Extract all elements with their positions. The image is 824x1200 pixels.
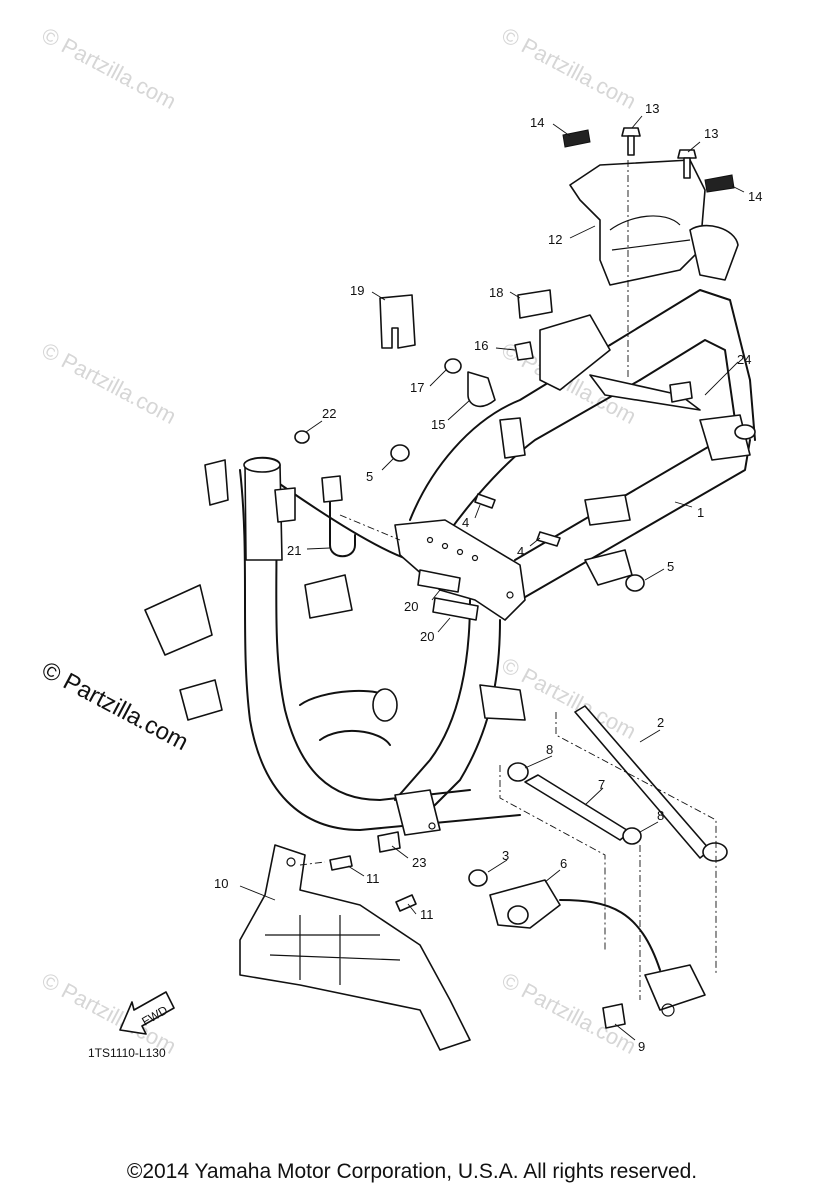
link-part-6 xyxy=(489,879,706,1017)
pad-part-14b xyxy=(704,174,735,193)
bolt-part-13a xyxy=(621,127,641,156)
bolt-part-13b xyxy=(677,149,697,179)
callout-6: 6 xyxy=(560,856,567,871)
bolt-part-11a xyxy=(329,855,353,871)
callout-13b: 13 xyxy=(704,126,718,141)
callout-11b: 11 xyxy=(420,907,434,922)
copyright-notice: ©2014 Yamaha Motor Corporation, U.S.A. A… xyxy=(126,1160,698,1183)
callout-22: 22 xyxy=(322,406,336,421)
callout-4a: 4 xyxy=(462,515,469,530)
diagram-code: 1TS1110-L130 xyxy=(88,1046,166,1060)
callout-16: 16 xyxy=(474,338,488,353)
callout-14b: 14 xyxy=(748,189,762,204)
collar-part-7 xyxy=(524,774,631,841)
callout-2: 2 xyxy=(657,715,664,730)
bracket-part-19 xyxy=(379,294,416,349)
callout-11a: 11 xyxy=(366,871,380,886)
callout-18: 18 xyxy=(489,285,503,300)
pad-part-20b xyxy=(432,597,479,621)
watermark: © Partzilla.com xyxy=(38,22,181,114)
callout-8b: 8 xyxy=(657,808,664,823)
nut-part-22 xyxy=(294,430,310,444)
callout-labels: 1 2 3 4 4 5 5 6 7 8 8 9 10 11 11 12 13 1… xyxy=(214,101,762,1054)
callout-1: 1 xyxy=(697,505,704,520)
bolt-part-4a xyxy=(474,493,496,509)
bushing-part-8b xyxy=(622,827,642,845)
bushing-part-8a xyxy=(507,762,529,782)
nut-part-17 xyxy=(444,358,462,374)
callout-15: 15 xyxy=(431,417,445,432)
callout-14a: 14 xyxy=(530,115,544,130)
main-frame xyxy=(144,289,756,836)
rubber-part-9 xyxy=(602,1003,626,1029)
bracket-part-24 xyxy=(669,381,693,403)
watermark: © Partzilla.com xyxy=(498,22,641,114)
callout-5b: 5 xyxy=(667,559,674,574)
callout-19: 19 xyxy=(350,283,364,298)
partzilla-watermark: © Partzilla.com xyxy=(37,656,192,756)
callout-21: 21 xyxy=(287,543,301,558)
callout-20a: 20 xyxy=(404,599,418,614)
callout-4b: 4 xyxy=(517,544,524,559)
callout-23: 23 xyxy=(412,855,426,870)
leader-lines xyxy=(239,115,745,1041)
clip-part-16 xyxy=(514,341,534,361)
callout-20b: 20 xyxy=(420,629,434,644)
pad-part-20a xyxy=(417,569,461,593)
callout-8a: 8 xyxy=(546,742,553,757)
rear-cover-part-12 xyxy=(569,159,739,286)
nut-part-5a xyxy=(390,444,410,462)
callout-13a: 13 xyxy=(645,101,659,116)
nut-part-3 xyxy=(468,869,488,887)
assembly-lines xyxy=(299,160,717,1000)
under-cover-part-10 xyxy=(239,844,471,1051)
watermark: © Partzilla.com xyxy=(38,337,181,429)
callout-17: 17 xyxy=(410,380,424,395)
bolt-part-4b xyxy=(536,531,561,547)
callout-7: 7 xyxy=(598,777,605,792)
callout-9: 9 xyxy=(638,1039,645,1054)
pad-part-23 xyxy=(377,831,401,853)
pad-part-14a xyxy=(562,129,591,148)
shaft-part-2 xyxy=(574,705,728,862)
pad-part-18 xyxy=(517,289,553,319)
hook-part-21 xyxy=(329,479,356,558)
bolt-part-11b xyxy=(395,894,417,912)
callout-10: 10 xyxy=(214,876,228,891)
callout-24: 24 xyxy=(737,352,751,367)
clamp-part-15 xyxy=(467,371,496,408)
fwd-arrow-icon: FWD xyxy=(119,991,175,1035)
callout-3: 3 xyxy=(502,848,509,863)
callout-12: 12 xyxy=(548,232,562,247)
nut-part-5b xyxy=(625,574,645,592)
callout-5a: 5 xyxy=(366,469,373,484)
